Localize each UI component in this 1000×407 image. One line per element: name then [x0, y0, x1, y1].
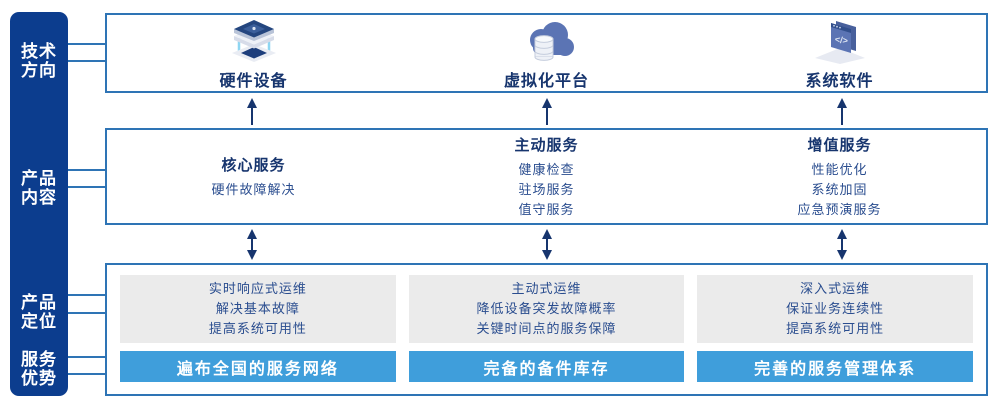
connector-line	[64, 186, 107, 188]
up-arrow	[247, 98, 257, 125]
positioning-line: 提高系统可用性	[208, 321, 307, 336]
positioning-card: 实时响应式运维 解决基本故障 提高系统可用性	[120, 275, 396, 343]
up-arrow	[837, 98, 847, 125]
positioning-card: 主动式运维 降低设备突发故障概率 关键时间点的服务保障	[408, 275, 685, 343]
tech-direction-panel: 硬件设备	[105, 13, 988, 93]
connector-line	[64, 169, 107, 171]
service-item: 性能优化	[811, 161, 868, 177]
service-title-value-added: 增值服务	[807, 136, 872, 154]
positioning-line: 降低设备突发故障概率	[476, 301, 617, 316]
tech-col-hardware: 硬件设备	[107, 15, 400, 91]
positioning-col-deep: 深入式运维 保证业务连续性 提高系统可用性 完善的服务管理体系	[697, 275, 974, 382]
sidebar-label-service-advantage: 服务 优势	[21, 350, 57, 388]
advantage-banner-spares: 完备的备件库存	[408, 351, 685, 382]
up-arrow	[542, 98, 552, 125]
sidebar-label-tech-direction: 技术 方向	[21, 42, 57, 80]
service-item: 健康检查	[518, 161, 575, 177]
double-arrow	[542, 229, 552, 260]
positioning-line: 关键时间点的服务保障	[476, 321, 617, 336]
code-window-icon: </>	[811, 16, 869, 64]
tech-col-virtualization: 虚拟化平台	[400, 15, 693, 91]
service-item: 驻场服务	[518, 181, 575, 197]
double-arrow	[837, 229, 847, 260]
positioning-card: 深入式运维 保证业务连续性 提高系统可用性	[697, 275, 974, 343]
connector-line	[64, 312, 107, 314]
connector-line	[64, 43, 107, 45]
service-item: 硬件故障解决	[211, 181, 296, 197]
positioning-line: 实时响应式运维	[208, 281, 307, 296]
sidebar-label-product-positioning: 产品 定位	[21, 293, 57, 331]
svg-text:</>: </>	[834, 34, 848, 46]
service-item: 系统加固	[811, 181, 868, 197]
positioning-line: 保证业务连续性	[786, 301, 885, 316]
advantage-banner-network: 遍布全国的服务网络	[120, 351, 396, 382]
positioning-col-proactive: 主动式运维 降低设备突发故障概率 关键时间点的服务保障 完备的备件库存	[408, 275, 685, 382]
service-title-proactive: 主动服务	[514, 136, 579, 154]
tech-label-system-software: 系统软件	[805, 72, 874, 90]
service-col-core: 核心服务 硬件故障解决	[107, 130, 400, 223]
advantage-banner-management: 完善的服务管理体系	[697, 351, 974, 382]
positioning-advantage-panel: 实时响应式运维 解决基本故障 提高系统可用性 遍布全国的服务网络 主动式运维 降…	[105, 263, 988, 396]
hardware-stack-icon	[225, 16, 283, 64]
product-content-panel: 核心服务 硬件故障解决 主动服务 健康检查 驻场服务 值守服务 增值服务 性能优…	[105, 128, 988, 225]
service-item: 值守服务	[518, 201, 575, 217]
connector-line	[64, 356, 107, 358]
service-item: 应急预演服务	[797, 201, 882, 217]
tech-label-virtualization: 虚拟化平台	[503, 72, 589, 90]
connector-line	[64, 373, 107, 375]
positioning-line: 提高系统可用性	[786, 321, 885, 336]
service-col-value-added: 增值服务 性能优化 系统加固 应急预演服务	[693, 130, 986, 223]
cloud-database-icon	[517, 16, 577, 64]
positioning-line: 主动式运维	[511, 281, 582, 296]
service-title-core: 核心服务	[221, 156, 286, 174]
tech-label-hardware: 硬件设备	[219, 72, 288, 90]
connector-line	[64, 294, 107, 296]
sidebar-label-product-content: 产品 内容	[21, 169, 57, 207]
service-col-proactive: 主动服务 健康检查 驻场服务 值守服务	[400, 130, 693, 223]
positioning-col-realtime: 实时响应式运维 解决基本故障 提高系统可用性 遍布全国的服务网络	[120, 275, 396, 382]
connector-line	[64, 60, 107, 62]
tech-col-system-software: </> 系统软件	[693, 15, 986, 91]
category-sidebar: 技术 方向 产品 内容 产品 定位 服务 优势	[10, 12, 68, 396]
positioning-line: 深入式运维	[800, 281, 871, 296]
positioning-line: 解决基本故障	[215, 301, 300, 316]
double-arrow	[247, 229, 257, 260]
